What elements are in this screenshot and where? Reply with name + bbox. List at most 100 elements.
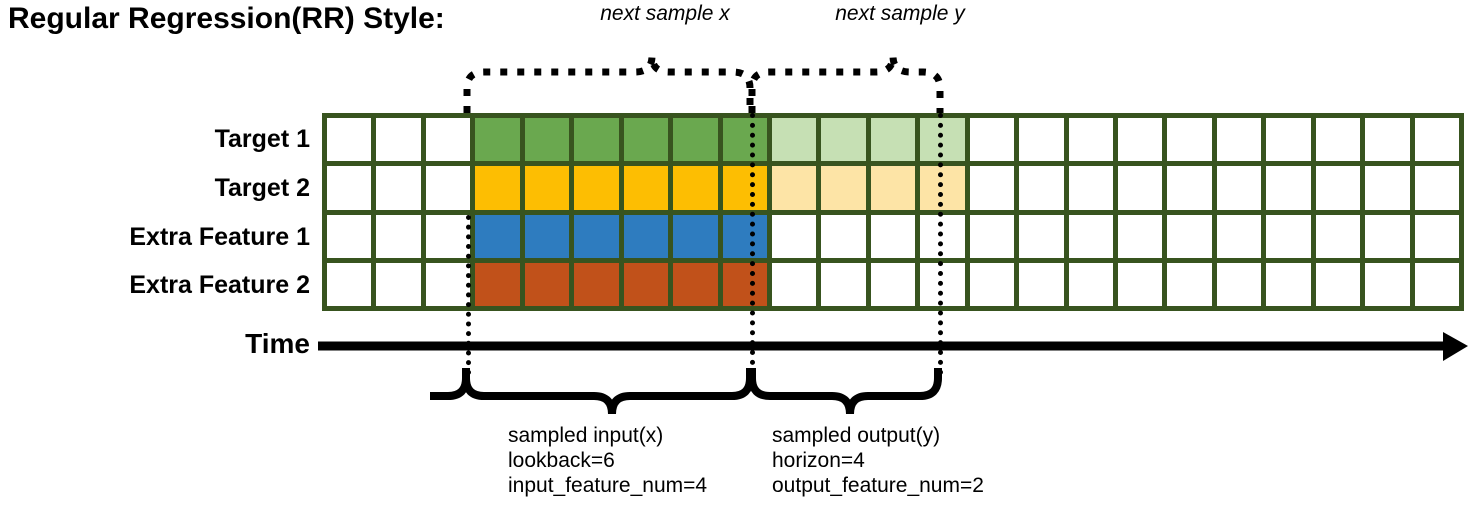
grid-cell-empty [1414, 166, 1460, 210]
row-label-extra-feature-2: Extra Feature 2 [129, 271, 310, 299]
grid-cell-output [821, 118, 866, 162]
grid-cell-empty [1266, 214, 1311, 258]
grid-cell-empty [1266, 262, 1311, 306]
time-axis-label: Time [245, 328, 310, 359]
grid-cell-input [722, 118, 767, 162]
grid-cell-output [821, 166, 866, 210]
grid-cell-empty [1315, 214, 1361, 258]
grid-cell-empty [821, 214, 866, 258]
guide-line-input-start [466, 215, 471, 375]
caption-input-line2: lookback=6 [508, 449, 615, 472]
grid-cell-empty [327, 118, 372, 162]
grid-cell-empty [821, 262, 866, 306]
grid-cell-empty [1414, 118, 1460, 162]
guide-line-input-end [750, 113, 755, 375]
grid-cell-empty [969, 118, 1015, 162]
grid-cell-empty [425, 214, 471, 258]
grid-cell-input [574, 118, 619, 162]
caption-output-line3: output_feature_num=2 [772, 474, 984, 497]
grid-cell-empty [1414, 262, 1460, 306]
grid-cell-empty [1118, 118, 1163, 162]
grid-cell-empty [327, 214, 372, 258]
grid-row-extra-feature-2 [327, 262, 1460, 306]
grid-cell-input [524, 262, 570, 306]
grid-cell-empty [771, 262, 817, 306]
grid-cell-input [524, 166, 570, 210]
grid-cell-empty [376, 214, 421, 258]
grid-cell-empty [376, 262, 421, 306]
grid-cell-empty [327, 262, 372, 306]
grid-cell-input [673, 166, 718, 210]
grid-cell-input [475, 166, 520, 210]
grid-cell-empty [1216, 214, 1262, 258]
grid-cell-input [623, 118, 669, 162]
grid-cell-empty [1315, 118, 1361, 162]
page-title: Regular Regression(RR) Style: [8, 2, 445, 35]
grid-cell-empty [1315, 166, 1361, 210]
grid-cell-input [475, 118, 520, 162]
row-label-target-2: Target 2 [214, 174, 310, 202]
grid-cell-empty [1266, 118, 1311, 162]
grid-cell-empty [1365, 118, 1410, 162]
grid-cell-input [623, 214, 669, 258]
row-label-extra-feature-1: Extra Feature 1 [129, 223, 310, 251]
grid-cell-input [673, 214, 718, 258]
grid-cell-empty [1167, 118, 1212, 162]
grid-cell-output [771, 118, 817, 162]
grid-cell-empty [870, 214, 916, 258]
grid-cell-empty [425, 118, 471, 162]
timeseries-grid [322, 113, 1464, 311]
grid-cell-empty [1216, 118, 1262, 162]
annotation-next-sample-x: next sample x [600, 2, 730, 25]
grid-cell-input [574, 166, 619, 210]
caption-output-line2: horizon=4 [772, 449, 865, 472]
grid-cell-input [574, 214, 619, 258]
right-arrow-icon [1443, 332, 1468, 361]
grid-cell-empty [1216, 262, 1262, 306]
caption-input-line1: sampled input(x) [508, 424, 664, 447]
grid-cell-empty [425, 166, 471, 210]
grid-cell-output [870, 118, 916, 162]
grid-cell-empty [969, 166, 1015, 210]
grid-cell-input [475, 262, 520, 306]
caption-input-line3: input_feature_num=4 [508, 474, 708, 497]
grid-cell-empty [771, 214, 817, 258]
grid-cell-input [623, 166, 669, 210]
caption-output-line1: sampled output(y) [772, 424, 941, 447]
grid-cell-empty [1019, 166, 1064, 210]
grid-cell-empty [1365, 166, 1410, 210]
grid-cell-empty [1365, 262, 1410, 306]
grid-cell-input [722, 214, 767, 258]
caption-sampled-input: sampled input(x) lookback=6 input_featur… [508, 423, 707, 498]
grid-cell-input [673, 118, 718, 162]
grid-row-target-1 [327, 118, 1460, 162]
grid-cell-output [870, 166, 916, 210]
grid-cell-empty [1365, 214, 1410, 258]
grid-cell-empty [1118, 214, 1163, 258]
grid-cell-input [524, 118, 570, 162]
time-axis-arrow [318, 332, 1468, 361]
grid-cell-output [771, 166, 817, 210]
grid-cell-empty [425, 262, 471, 306]
grid-cell-empty [1068, 214, 1113, 258]
grid-row-extra-feature-1 [327, 214, 1460, 258]
grid-cell-empty [1167, 166, 1212, 210]
grid-cell-empty [1068, 262, 1113, 306]
grid-cell-input [673, 262, 718, 306]
grid-cell-empty [1118, 166, 1163, 210]
grid-cell-empty [1315, 262, 1361, 306]
grid-cell-empty [1167, 214, 1212, 258]
grid-cell-input [475, 214, 520, 258]
grid-cell-empty [1216, 166, 1262, 210]
grid-cell-empty [969, 214, 1015, 258]
guide-line-output-end [938, 113, 943, 375]
grid-cell-empty [1414, 214, 1460, 258]
grid-cell-input [623, 262, 669, 306]
row-label-target-1: Target 1 [214, 125, 310, 153]
grid-cell-empty [1118, 262, 1163, 306]
grid-row-target-2 [327, 166, 1460, 210]
caption-sampled-output: sampled output(y) horizon=4 output_featu… [772, 423, 984, 498]
grid-cell-input [722, 166, 767, 210]
grid-cell-empty [1019, 118, 1064, 162]
